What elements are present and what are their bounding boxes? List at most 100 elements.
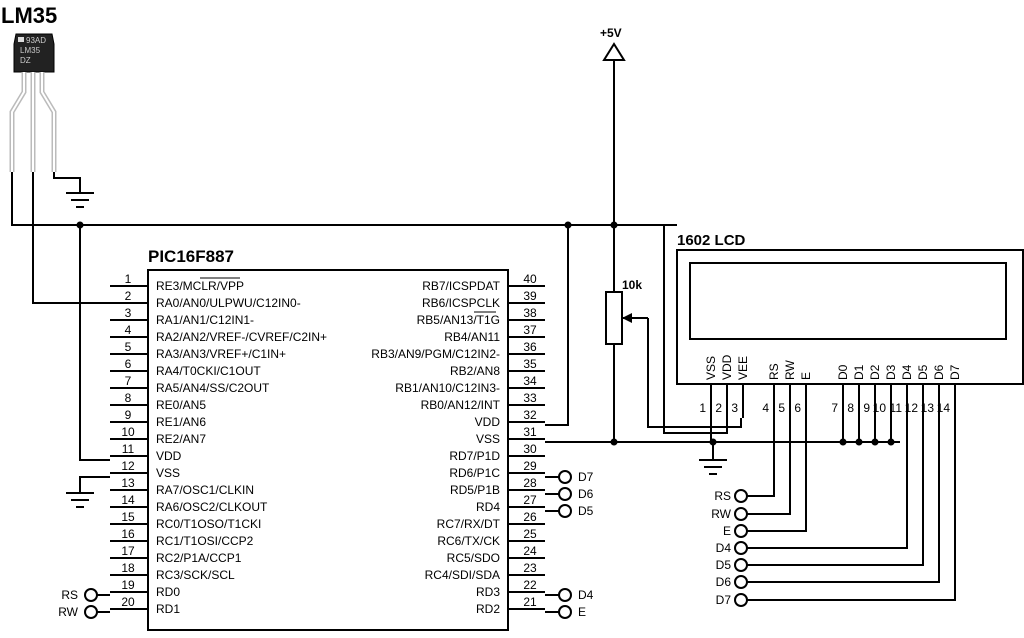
lcd-wire <box>747 418 956 601</box>
lcd-pin-name: RW <box>783 360 797 380</box>
lcd-pin-name: D2 <box>868 364 882 380</box>
mcu-pin-name: RD7/P1D <box>449 449 500 463</box>
mcu-pin-name: RD4 <box>476 500 500 514</box>
lm35-mark-3: DZ <box>20 56 31 65</box>
mcu-body <box>147 269 509 631</box>
junction-dot <box>871 438 879 446</box>
mcu-pin-name: RD3 <box>476 585 500 599</box>
mcu-pin-name: RC2/P1A/CCP1 <box>156 551 242 565</box>
lcd-pin-name: D0 <box>836 364 850 380</box>
terminal-label: RS <box>714 489 731 503</box>
mcu-pin-name: VSS <box>476 432 500 446</box>
mcu-pin-number: 13 <box>121 476 135 490</box>
mcu-vss-wire <box>79 476 110 493</box>
mcu-pin-name: RC0/T1OSO/T1CKI <box>156 517 261 531</box>
mcu-pin-number: 1 <box>125 272 132 286</box>
junction-dot <box>610 438 618 446</box>
terminal-circle <box>734 593 748 607</box>
mcu-right-pins: 40RB7/ICSPDAT39RB6/ICSPCLK38RB5/AN13/T1G… <box>371 272 545 616</box>
mcu-pin-number: 36 <box>523 340 537 354</box>
mcu-pin-number: 30 <box>523 442 537 456</box>
mcu-pin-number: 10 <box>121 425 135 439</box>
mcu-pin-number: 34 <box>523 374 537 388</box>
vcc-rail-wire <box>11 172 677 226</box>
lm35-gnd-wire <box>53 172 81 193</box>
lcd-pin-number: 13 <box>921 401 935 415</box>
lm35-leads <box>9 72 57 172</box>
lcd-pin-number: 5 <box>778 401 785 415</box>
lm35-ground-symbol <box>66 192 94 208</box>
lcd-pin-number: 10 <box>873 401 887 415</box>
mcu-pin-number: 21 <box>523 595 537 609</box>
mcu-pin-name: RD1 <box>156 602 180 616</box>
terminal-label: D4 <box>578 588 594 602</box>
lcd-pin-number: 11 <box>890 401 903 415</box>
lm35-mark-1: 93AD <box>26 36 46 45</box>
mcu-pin-number: 25 <box>523 527 537 541</box>
potentiometer <box>605 291 623 345</box>
mcu-pin-name: RB1/AN10/C12IN3- <box>395 381 500 395</box>
mcu-pin-name: RA5/AN4/SS/C2OUT <box>156 381 270 395</box>
terminal-label: E <box>723 524 731 538</box>
mcu-pin-number: 24 <box>523 544 537 558</box>
wiper-arrow-icon <box>622 313 632 323</box>
mcu-pin-name: RB6/ICSPCLK <box>422 296 500 310</box>
mcu-pin-number: 7 <box>125 374 132 388</box>
mcu-pin-name: RB4/AN11 <box>444 330 500 344</box>
mcu-pin-number: 14 <box>121 493 135 507</box>
mcu-pin-name: RD6/P1C <box>449 466 500 480</box>
mcu-pin-name: RE2/AN7 <box>156 432 206 446</box>
lcd-wire <box>747 418 775 497</box>
junction-dot <box>76 221 84 229</box>
supply-label: +5V <box>600 26 622 40</box>
junction-dot <box>855 438 863 446</box>
mcu-pin-number: 2 <box>125 289 132 303</box>
terminal-label: D7 <box>578 470 594 484</box>
mcu-pin-name: RA3/AN3/VREF+/C1IN+ <box>156 347 286 361</box>
mcu-pin-name: RB3/AN9/PGM/C12IN2- <box>371 347 500 361</box>
mcu-pin-number: 28 <box>523 476 537 490</box>
mcu-pin-number: 31 <box>523 425 537 439</box>
mcu-pin-name: RA4/T0CKI/C1OUT <box>156 364 261 378</box>
mcu-pin-number: 27 <box>523 493 537 507</box>
lcd-pin-name: D6 <box>932 364 946 380</box>
mcu-pin-number: 6 <box>125 357 132 371</box>
mcu-pin-number: 12 <box>121 459 135 473</box>
lcd-pin-number: 6 <box>794 401 801 415</box>
lcd-pin-number: 14 <box>937 401 951 415</box>
mcu-pin-name: VDD <box>156 449 182 463</box>
terminal-circle <box>734 541 748 555</box>
mcu-pin-name: RB0/AN12/INT <box>421 398 501 412</box>
mcu-pin-name: RE3/MCLR/VPP <box>156 279 244 293</box>
terminal-circle <box>734 507 748 521</box>
terminal-circle <box>558 605 572 619</box>
terminal-label: D5 <box>716 558 732 572</box>
lcd-wire <box>663 225 728 434</box>
mcu-pin-number: 23 <box>523 561 537 575</box>
lm35-mark-2: LM35 <box>20 46 41 55</box>
lcd-pin-number: 9 <box>863 401 870 415</box>
terminal-label: RW <box>58 605 78 619</box>
lm35-vout-wire <box>32 172 110 304</box>
mcu-pin-number: 8 <box>125 391 132 405</box>
mcu-pin-name: RA6/OSC2/CLKOUT <box>156 500 268 514</box>
terminal-circle <box>558 470 572 484</box>
terminal-label: RS <box>61 588 78 602</box>
mcu-pin-number: 3 <box>125 306 132 320</box>
mcu-pin-name: RD5/P1B <box>450 483 500 497</box>
mcu-pin-number: 20 <box>121 595 135 609</box>
mcu-pin-name: RE0/AN5 <box>156 398 206 412</box>
lcd-pin-number: 4 <box>762 401 769 415</box>
terminal-circle <box>84 605 98 619</box>
lcd-pin-name: D5 <box>916 364 930 380</box>
mcu-pin-number: 18 <box>121 561 135 575</box>
lcd-pin-name: E <box>799 372 813 380</box>
lcd-pin-number: 3 <box>731 401 738 415</box>
mcu-vdd-wire <box>79 225 110 461</box>
lcd-pin-name: VDD <box>720 354 734 380</box>
mcu-pin-name: RC3/SCK/SCL <box>156 568 235 582</box>
mcu-pin-name: VDD <box>475 415 501 429</box>
mcu-pin-number: 33 <box>523 391 537 405</box>
lcd-wire <box>747 418 791 515</box>
mcu-pin-number: 32 <box>523 408 537 422</box>
